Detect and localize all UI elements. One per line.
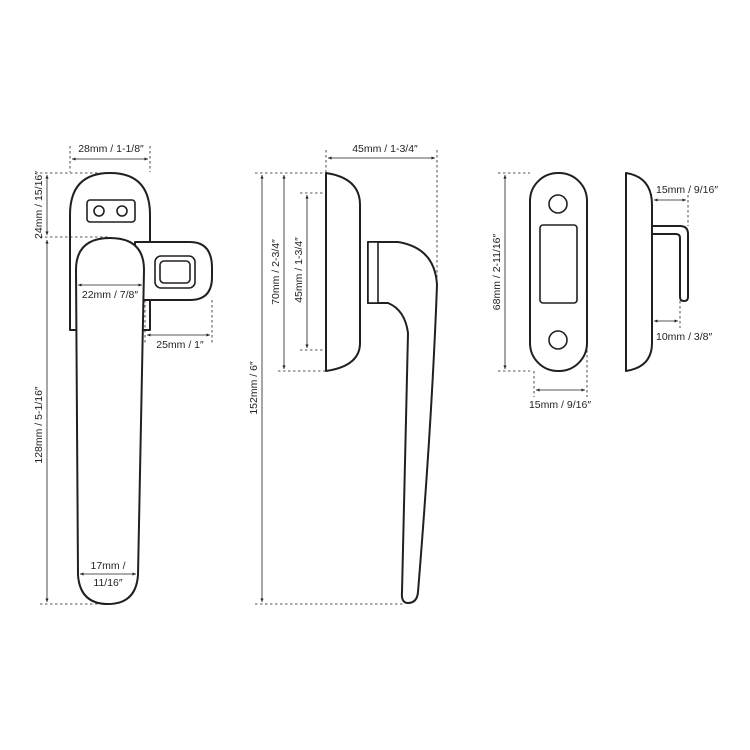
dim-keeper-side-projection: 15mm / 9/16″: [656, 184, 718, 196]
keeper-slot: [539, 224, 578, 304]
dim-front-tip-width-1: 17mm /: [90, 560, 125, 572]
keeper-front-view: [529, 172, 588, 372]
side-view: [325, 172, 438, 604]
side-base-plate: [325, 172, 361, 372]
front-screw-hole-left: [93, 205, 105, 217]
side-dimensions: 45mm / 1-3/4″ 152mm / 6″ 70mm / 2-3/4″ 4…: [248, 143, 438, 605]
keeper-side-dimensions: 15mm / 9/16″ 10mm / 3/8″: [654, 184, 718, 343]
dim-side-projection: 45mm / 1-3/4″: [352, 143, 418, 155]
side-spindle: [367, 241, 379, 304]
dim-front-tip-width-2: 11/16″: [93, 577, 122, 589]
front-dimensions: 28mm / 1-1/8″ 24mm / 15/16″ 22mm / 7/8″ …: [33, 143, 213, 605]
keeper-hole-bottom: [548, 330, 568, 350]
dim-front-handle-width: 22mm / 7/8″: [82, 289, 139, 301]
keeper-side-view: [625, 172, 689, 372]
keeper-side-plate: [625, 172, 653, 372]
side-lever: [367, 241, 438, 604]
dim-front-keeper-width: 25mm / 1″: [156, 339, 204, 351]
dim-front-handle-length: 128mm / 5-1/16″: [33, 386, 45, 464]
dim-keeper-height: 68mm / 2-11/16″: [491, 233, 503, 310]
front-keeper-slot-inner: [159, 260, 191, 284]
keeper-front-dimensions: 68mm / 2-11/16″ 15mm / 9/16″: [491, 172, 591, 411]
dim-side-total-height: 152mm / 6″: [248, 361, 260, 415]
keeper-hole-top: [548, 194, 568, 214]
front-handle: [75, 237, 145, 605]
dim-front-width-top: 28mm / 1-1/8″: [78, 143, 144, 155]
keeper-side-hook: [651, 225, 689, 302]
dim-side-inner-height: 45mm / 1-3/4″: [293, 237, 305, 303]
front-view: [69, 172, 213, 605]
dim-side-base-height: 70mm / 2-3/4″: [270, 239, 282, 305]
dim-front-top-height: 24mm / 15/16″: [33, 171, 45, 239]
dim-keeper-width: 15mm / 9/16″: [529, 399, 591, 411]
dim-keeper-side-hook: 10mm / 3/8″: [656, 331, 713, 343]
front-screw-hole-right: [116, 205, 128, 217]
